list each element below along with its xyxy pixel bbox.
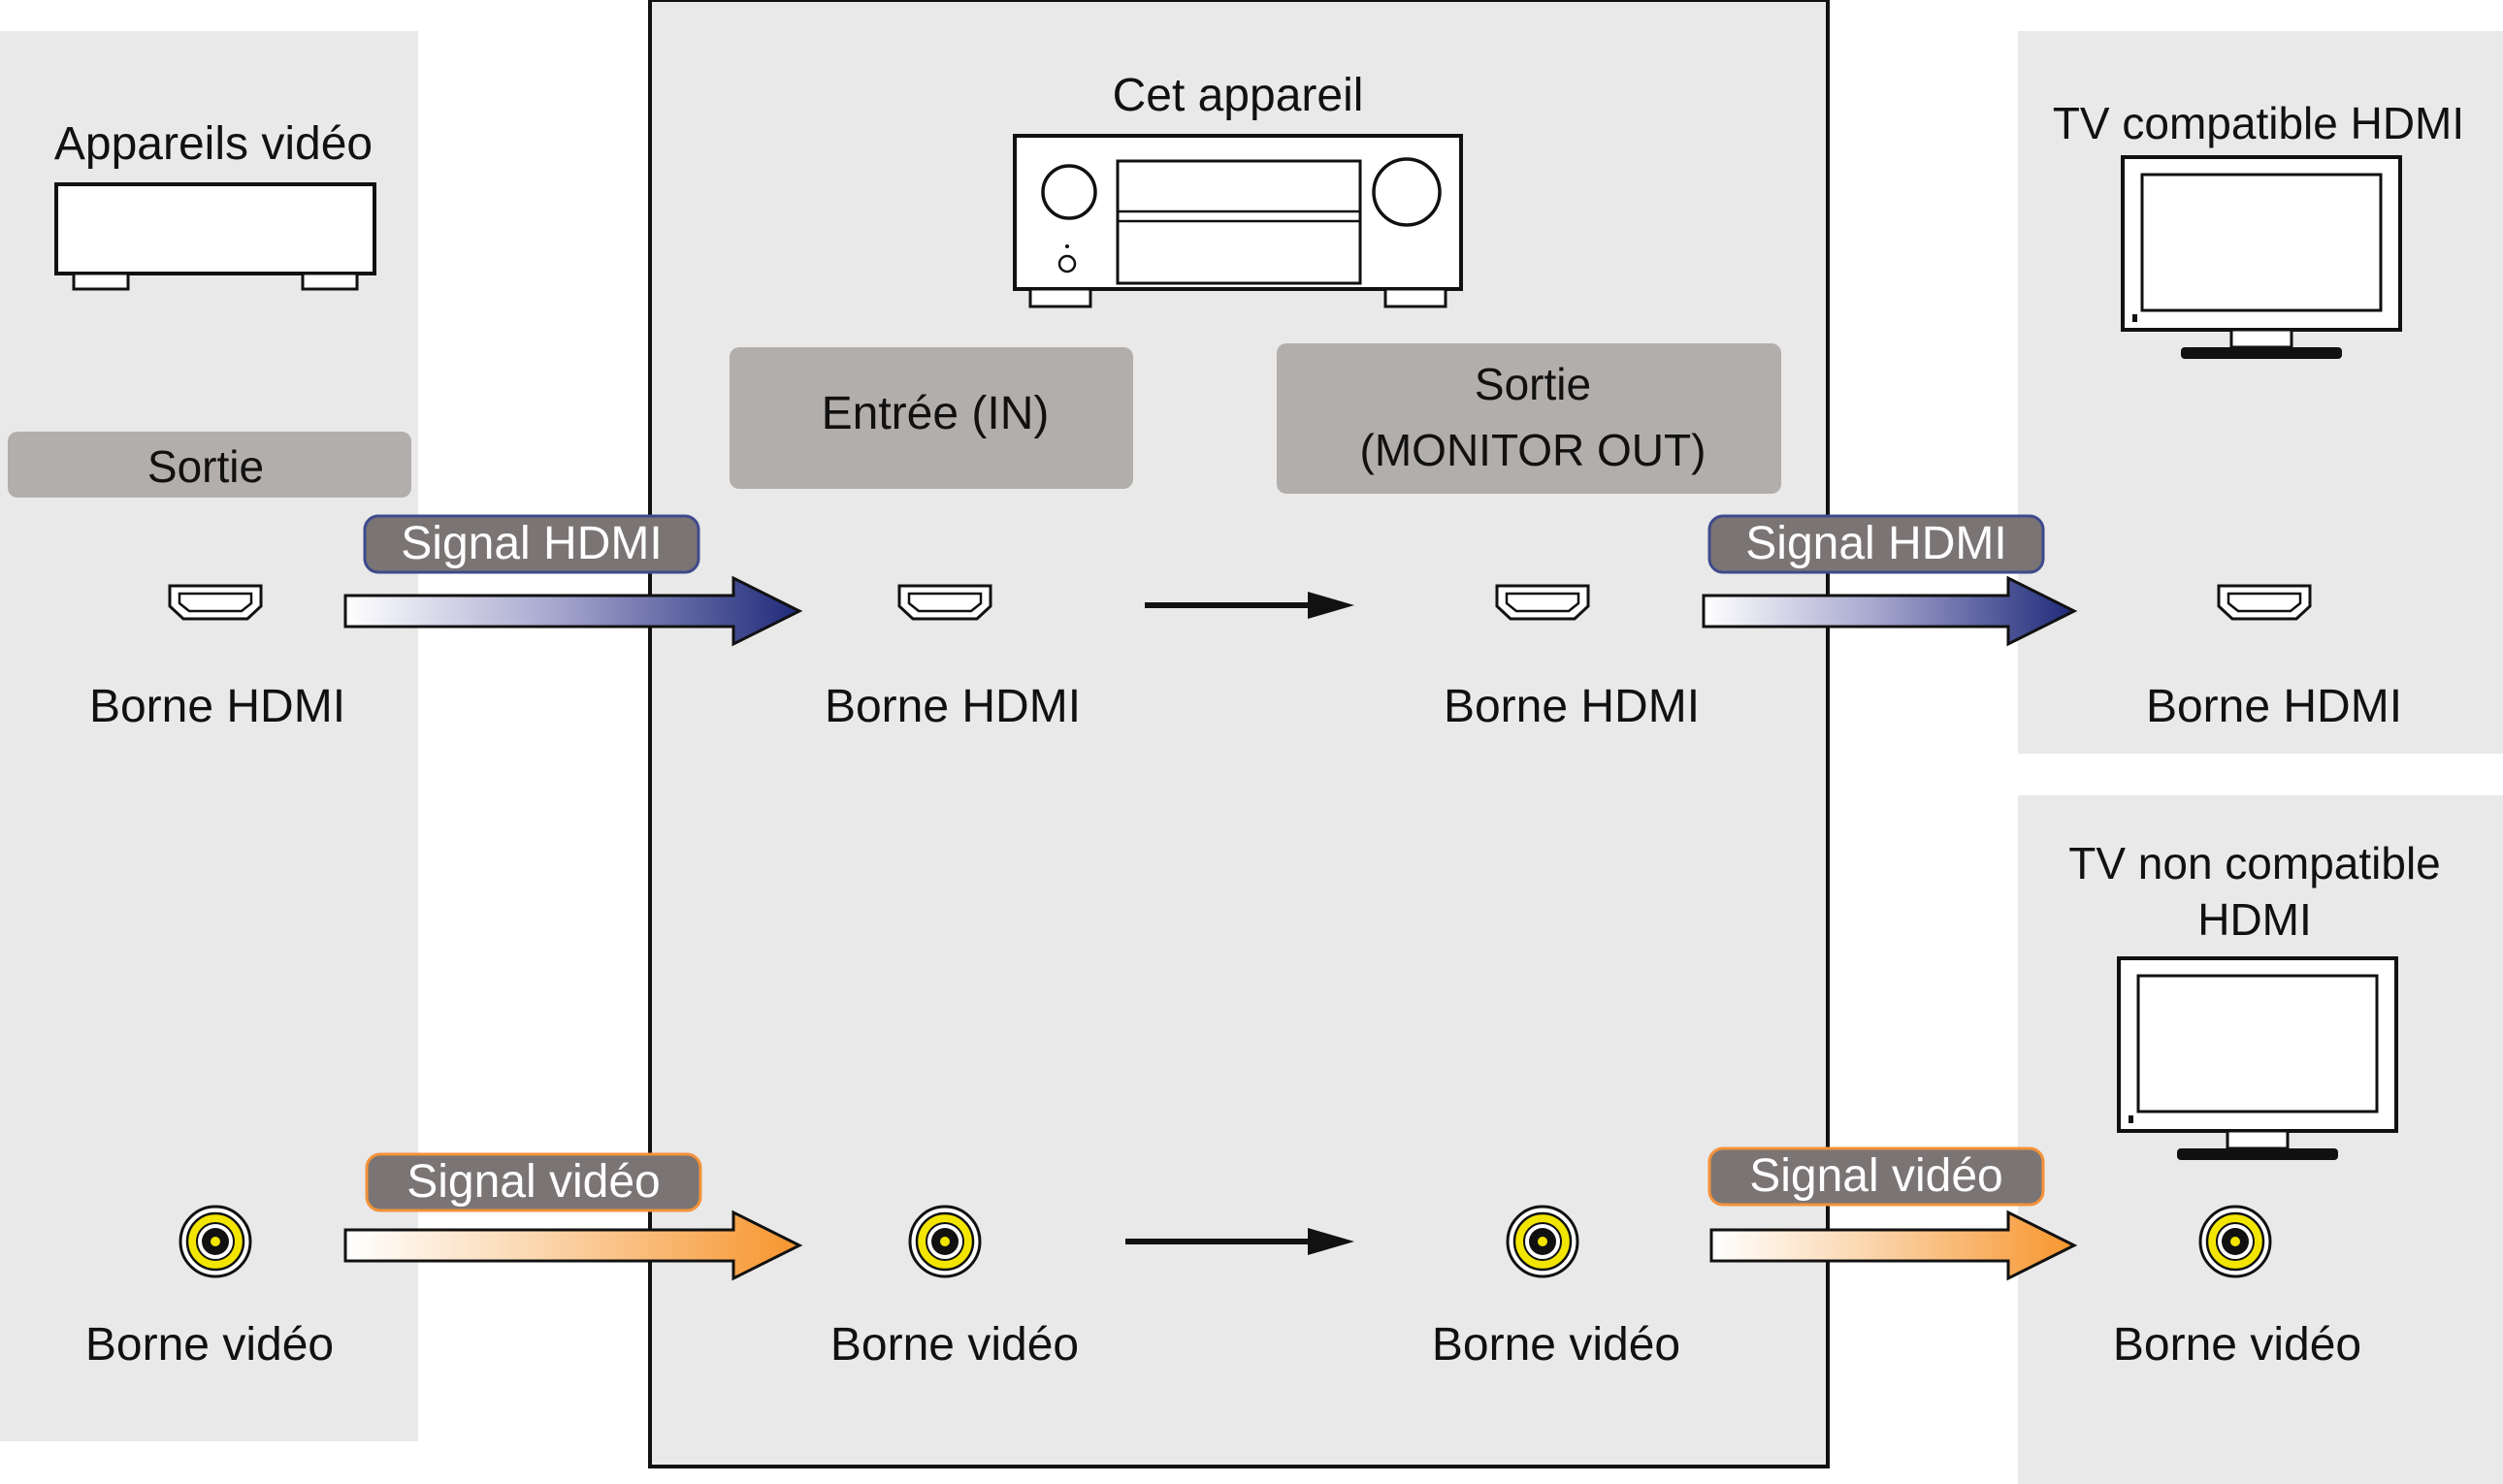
- video-out-signal-arrow: [1709, 1210, 2078, 1281]
- unit-output-label-line1: Sortie: [1475, 359, 1591, 409]
- source-title: Appareils vidéo: [54, 118, 373, 170]
- tv-non-hdmi-title-line2: HDMI: [2197, 894, 2312, 945]
- unit-output-label-line2: (MONITOR OUT): [1360, 425, 1707, 475]
- hdmi-out-signal-label: Signal HDMI: [1745, 518, 2006, 569]
- video-out-signal-pill: [1707, 1146, 2045, 1207]
- unit-hdmi-in-port-icon: [897, 584, 992, 621]
- video-in-signal-label: Signal vidéo: [406, 1156, 661, 1208]
- unit-hdmi-in-terminal-label: Borne HDMI: [825, 681, 1081, 732]
- hdmi-in-signal-pill: [363, 514, 700, 574]
- video-in-signal-arrow: [343, 1210, 803, 1281]
- hdmi-out-signal-pill: [1707, 514, 2045, 574]
- unit-video-out-terminal-label: Borne vidéo: [1432, 1319, 1680, 1371]
- internal-video-arrow: [1125, 1228, 1354, 1255]
- av-receiver-icon: [1013, 134, 1463, 308]
- hdmi-out-signal-arrow: [1702, 575, 2078, 647]
- unit-title: Cet appareil: [1113, 70, 1364, 121]
- unit-input-box: [730, 347, 1133, 489]
- source-hdmi-terminal-label: Borne HDMI: [89, 681, 345, 732]
- source-video-terminal-label: Borne vidéo: [85, 1319, 334, 1371]
- tv-non-hdmi-icon: [2117, 956, 2398, 1162]
- tv-hdmi-title: TV compatible HDMI: [2053, 98, 2464, 148]
- tv-hdmi-icon: [2121, 155, 2402, 361]
- unit-video-out-port-icon: [1506, 1205, 1579, 1278]
- unit-video-in-port-icon: [908, 1205, 982, 1278]
- hdmi-in-signal-arrow: [343, 575, 803, 647]
- source-hdmi-port-icon: [168, 584, 263, 621]
- video-device-icon: [54, 182, 376, 291]
- hdmi-in-signal-label: Signal HDMI: [401, 518, 662, 569]
- source-output-label: Sortie: [147, 441, 264, 492]
- tv-hdmi-terminal-label: Borne HDMI: [2146, 681, 2402, 732]
- tv-non-hdmi-video-terminal-label: Borne vidéo: [2113, 1319, 2361, 1371]
- unit-hdmi-out-port-icon: [1495, 584, 1590, 621]
- video-in-signal-pill: [365, 1152, 702, 1212]
- tv-hdmi-port-icon: [2217, 584, 2312, 621]
- tv-hdmi-panel: [2018, 31, 2503, 754]
- source-video-port-icon: [179, 1205, 252, 1278]
- unit-output-box: [1277, 343, 1781, 494]
- unit-hdmi-out-terminal-label: Borne HDMI: [1444, 681, 1700, 732]
- unit-video-in-terminal-label: Borne vidéo: [830, 1319, 1079, 1371]
- unit-input-label: Entrée (IN): [822, 388, 1050, 439]
- internal-hdmi-arrow: [1145, 592, 1354, 619]
- source-output-box: [8, 432, 411, 498]
- tv-non-hdmi-title-line1: TV non compatible: [2068, 838, 2441, 888]
- tv-non-hdmi-video-port-icon: [2198, 1205, 2272, 1278]
- video-out-signal-label: Signal vidéo: [1749, 1150, 2003, 1202]
